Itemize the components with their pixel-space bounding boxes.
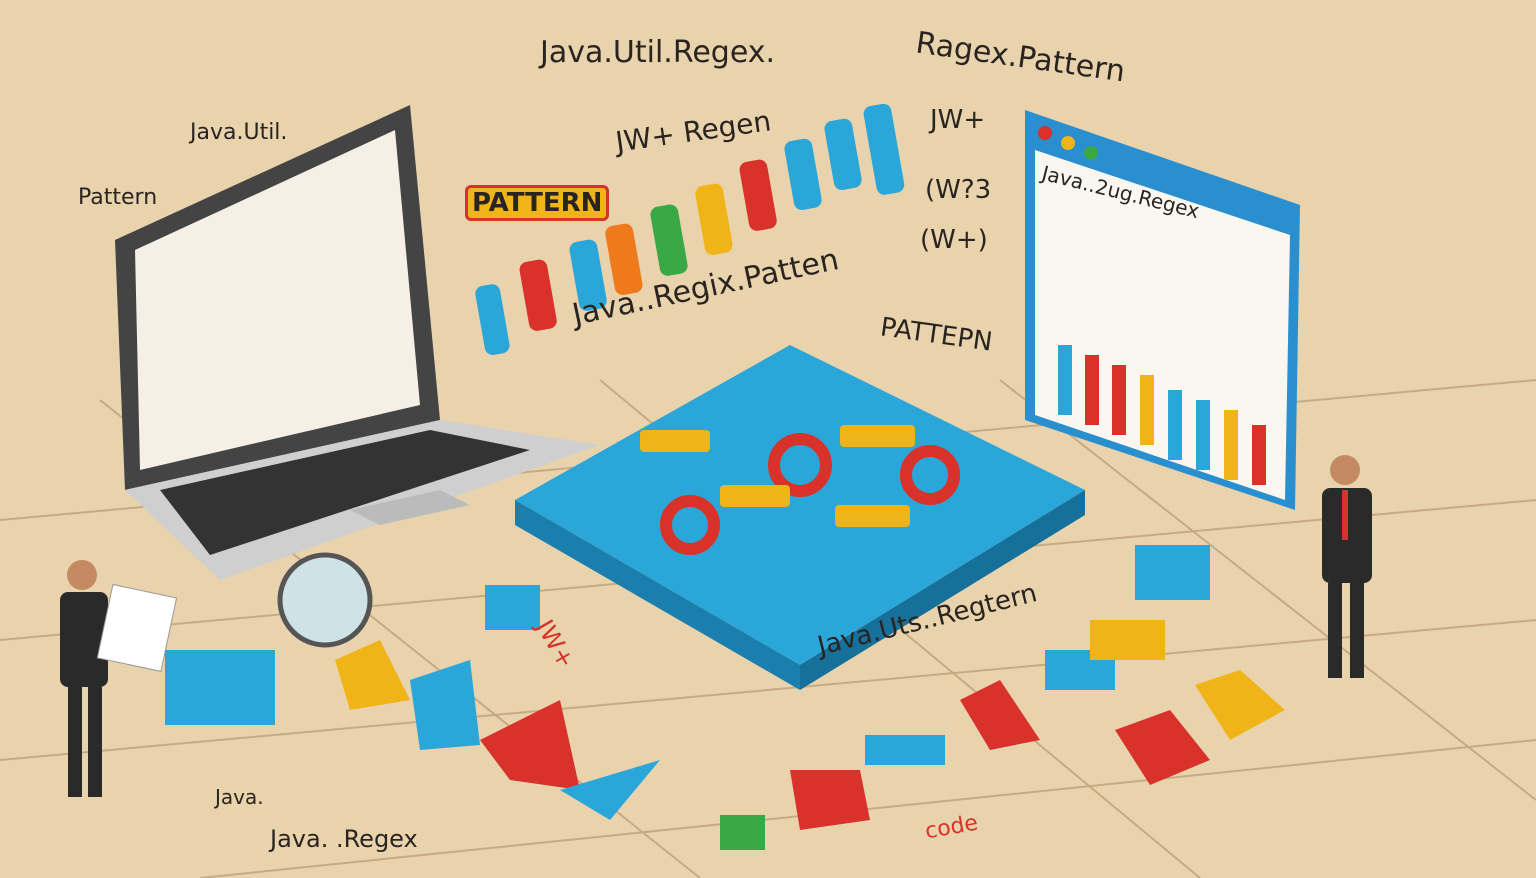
- person-right: [1322, 455, 1372, 678]
- label-java-util: Java.Util.: [190, 120, 288, 145]
- magnifying-glass: [277, 552, 373, 648]
- label-jw-plus: JW+: [930, 105, 986, 135]
- label-java-regex: Java. .Regex: [270, 825, 418, 853]
- floor-blocks: [165, 545, 1285, 850]
- code-window: [1025, 110, 1300, 510]
- blue-platform: [515, 345, 1085, 690]
- label-java-util-regex: Java.Util.Regex.: [540, 35, 776, 70]
- laptop: [115, 105, 600, 580]
- person-left: [60, 560, 178, 797]
- label-pattern: Pattern: [78, 185, 158, 210]
- tag-pattern: PATTERN: [465, 185, 610, 221]
- label-jw-plus-2: (W+): [920, 225, 988, 255]
- floating-brackets: [475, 103, 905, 355]
- label-java: Java.: [215, 785, 264, 809]
- label-jw-q: (W?3: [925, 175, 992, 205]
